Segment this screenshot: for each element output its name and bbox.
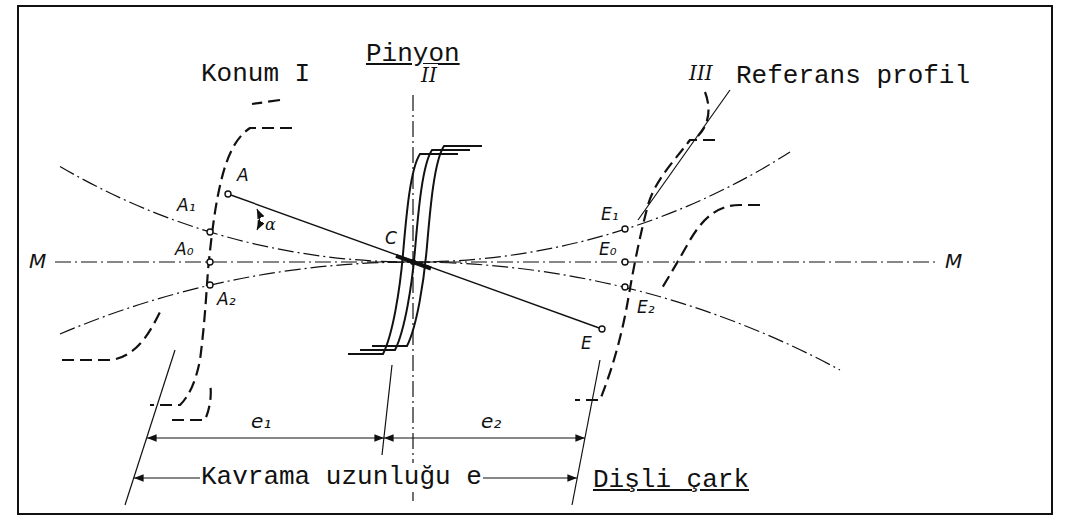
angle-label: α [264,216,277,234]
point-label: C [384,229,398,248]
dimension-label: e₁ [250,410,272,432]
line-label: M [28,250,47,272]
reference-line-m [55,261,935,262]
position-numeral: II [420,64,438,86]
tooth-profiles-position-2 [348,146,482,354]
pitch-point [410,259,416,265]
dimension-label: Kavrama uzunluğu e [200,463,483,492]
frame-border [18,6,1052,514]
contact-points [207,191,628,332]
point-label: E₁ [600,205,620,224]
line-label: M [944,250,963,272]
point-label: A₁ [176,196,196,215]
position-label: Konum I [200,60,311,89]
dimension-label: e₂ [480,410,502,432]
part-title: Pinyon [365,40,461,69]
point-label: E₂ [636,298,656,317]
tooth-profile-position-3 [575,140,715,400]
gear-tooth-position-3 [662,205,760,288]
part-label: Referans profil [735,62,971,91]
point-label: A₀ [174,240,194,259]
gear-tooth-position-1 [62,312,160,360]
point-label: A [236,166,250,185]
position-numeral: III [688,62,714,84]
tooth-tips-position-1 [172,100,280,420]
angle-mark [257,209,260,230]
tooth-profile-position-1 [150,128,292,405]
point-label: E [580,334,593,353]
point-label: A₂ [216,290,236,309]
line-of-action [228,194,602,329]
part-title: Dişli çark [592,466,750,495]
tooth-tip-position-3 [698,92,709,136]
pinion-axis [412,95,413,505]
point-label: E₀ [598,240,618,259]
gear-pitch-circle [60,262,840,370]
leader-line [638,90,730,220]
dimension-lines [125,350,600,505]
